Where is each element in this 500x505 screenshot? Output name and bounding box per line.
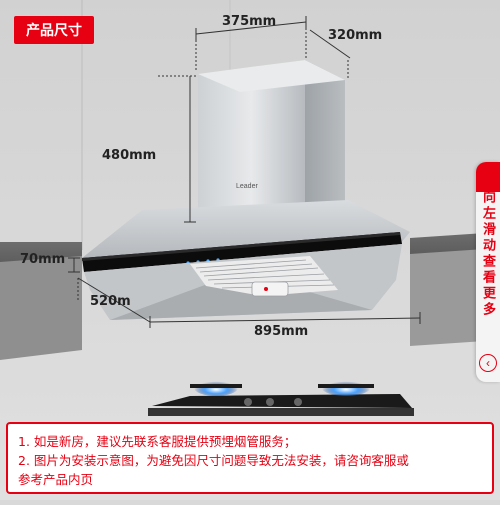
dimension-width-top: 375mm — [222, 14, 277, 29]
product-size-badge: 产品尺寸 — [14, 16, 94, 44]
side-tab-label: 向左滑动查看更多 — [481, 190, 496, 318]
side-tab-accent — [476, 162, 500, 192]
note-line-1: 1. 如是新房，建议先联系客服提供预埋烟管服务； — [18, 434, 297, 449]
note-line-3: 参考产品内页 — [18, 472, 94, 487]
dimension-canopy-depth: 520m — [90, 294, 131, 309]
dimension-canopy-height: 70mm — [20, 252, 66, 267]
dimension-canopy-width: 895mm — [254, 324, 309, 339]
brand-logo: Leader — [236, 183, 258, 190]
dimension-chimney-height: 480mm — [102, 148, 157, 163]
chevron-left-icon[interactable]: ‹ — [479, 354, 497, 372]
swipe-left-tab[interactable]: 向左滑动查看更多 ‹ — [476, 162, 500, 382]
installation-notes: 1. 如是新房，建议先联系客服提供预埋烟管服务； 2. 图片为安装示意图，为避免… — [6, 422, 494, 494]
note-line-2: 2. 图片为安装示意图，为避免因尺寸问题导致无法安装，请咨询客服或 — [18, 453, 409, 468]
dimension-depth-top: 320mm — [328, 28, 383, 43]
